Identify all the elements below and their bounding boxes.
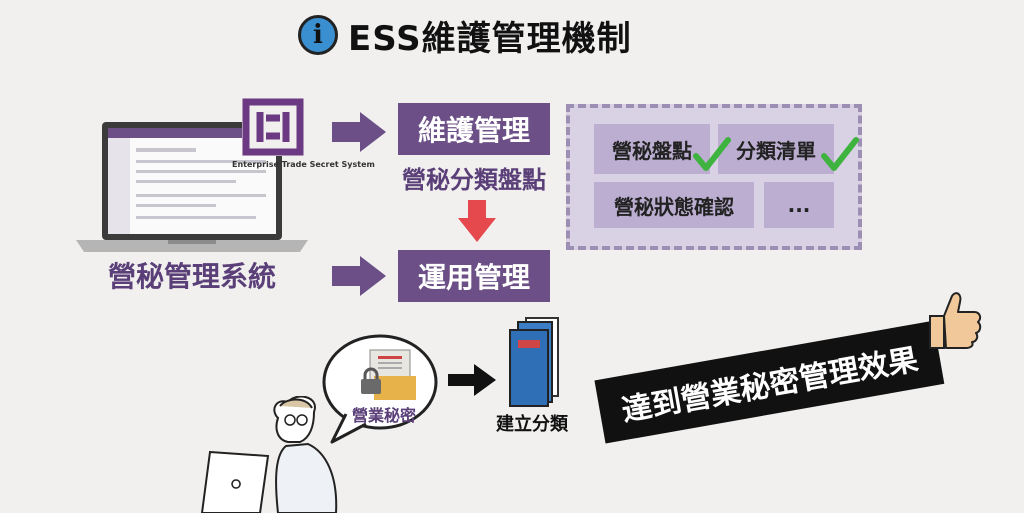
application-box: 運用管理 — [398, 250, 550, 302]
thumbs-up-icon — [929, 292, 982, 349]
padlock-icon — [361, 367, 381, 394]
task-more: ... — [764, 182, 834, 228]
ess-logo-icon — [242, 98, 304, 156]
logo-caption: Enterprise Trade Secret System — [232, 160, 375, 169]
right-arrow-icon — [332, 256, 386, 296]
down-arrow-icon — [458, 200, 496, 242]
folder-icon — [509, 317, 559, 407]
right-arrow-icon — [332, 112, 386, 152]
check-icon — [693, 137, 731, 171]
folder-caption: 建立分類 — [496, 414, 568, 435]
check-icon — [821, 137, 859, 171]
maintenance-subtitle: 營秘分類盤點 — [402, 166, 546, 194]
task-inventory: 營秘盤點 — [594, 124, 710, 174]
result-banner: 達到營業秘密管理效果 — [594, 320, 945, 444]
info-icon: i — [298, 15, 338, 55]
bubble-label: 營業秘密 — [352, 406, 417, 425]
right-arrow-icon — [448, 364, 496, 396]
laptop-illustration — [76, 122, 308, 252]
maintenance-box: 維護管理 — [398, 103, 550, 155]
page-title: i ESS維護管理機制 — [298, 10, 632, 60]
title-text: ESS維護管理機制 — [348, 18, 632, 59]
laptop-caption: 營秘管理系統 — [108, 260, 277, 293]
person-illustration — [200, 396, 338, 513]
task-status-confirm: 營秘狀態確認 — [594, 182, 754, 228]
task-classification-list: 分類清單 — [718, 124, 834, 174]
